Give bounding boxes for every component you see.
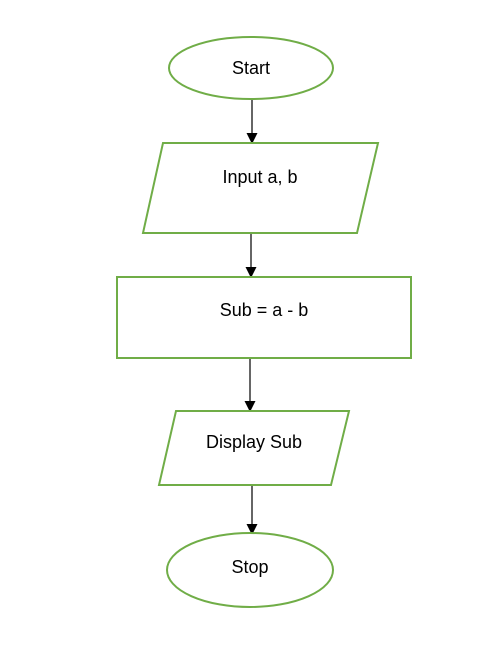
start-label: Start [232,58,270,78]
node-input: Input a, b [141,142,380,234]
edge-process-to-display [244,358,256,412]
display-parallelogram-shape [157,410,351,486]
stop-terminator-shape [166,532,334,608]
node-stop: Stop [166,532,334,608]
node-start: Start [168,36,334,100]
start-terminator-shape [168,36,334,100]
node-display: Display Sub [157,410,351,486]
process-label: Sub = a - b [220,300,309,320]
node-process: Sub = a - b [116,276,412,359]
input-parallelogram-shape [141,142,380,234]
edge-display-to-stop [246,485,258,535]
edge-input-to-process [245,233,257,278]
display-label: Display Sub [206,432,302,452]
process-rectangle-shape [116,276,412,359]
edge-start-to-input [246,99,258,144]
stop-label: Stop [231,557,268,577]
input-label: Input a, b [222,167,297,187]
